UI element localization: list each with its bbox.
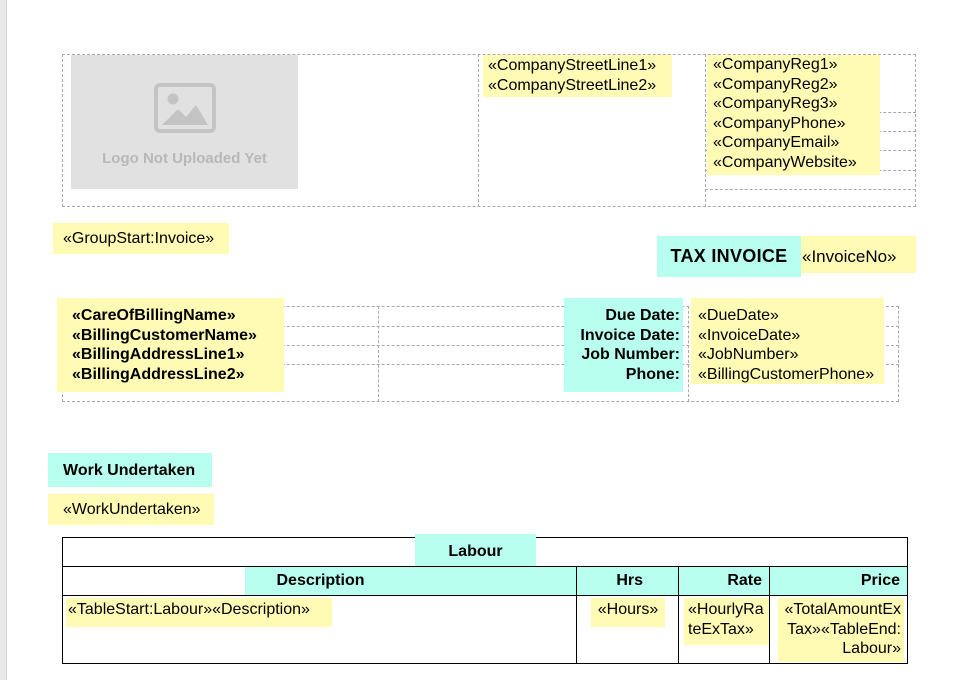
- company-street-line-1: «CompanyStreetLine1»: [488, 57, 657, 74]
- header-table: [62, 54, 916, 207]
- company-phone: «CompanyPhone»: [713, 114, 846, 132]
- logo-placeholder-text: Logo Not Uploaded Yet: [102, 150, 267, 167]
- phone-label: Phone:: [625, 365, 680, 383]
- company-email: «CompanyEmail»: [713, 134, 840, 151]
- image-icon: [154, 83, 216, 138]
- company-street-line-2: «CompanyStreetLine2»: [488, 76, 657, 94]
- billing-address-block: «CareOfBillingName» «BillingCustomerName…: [57, 298, 284, 392]
- price-field-line-2: Tax»«TableEnd:: [787, 620, 901, 638]
- company-reg-1: «CompanyReg1»: [713, 56, 838, 73]
- labour-rate-field: «HourlyRa teExTax»: [684, 598, 769, 645]
- page-left-edge: [0, 0, 7, 680]
- billing-address-line-1: «BillingAddressLine1»: [72, 346, 245, 363]
- tax-invoice-title: TAX INVOICE: [657, 236, 801, 277]
- header-divider-1: [478, 54, 479, 207]
- care-of-billing-name: «CareOfBillingName»: [72, 307, 236, 324]
- price-field-line-1: «TotalAmountEx: [784, 601, 901, 618]
- labour-description-field: «TableStart:Labour»«Description»: [66, 598, 332, 627]
- logo-placeholder[interactable]: Logo Not Uploaded Yet: [71, 55, 298, 189]
- invoice-date-label: Invoice Date:: [580, 326, 680, 344]
- rate-header: Rate: [679, 567, 769, 595]
- due-date-value: «DueDate»: [698, 307, 779, 324]
- labour-hours-field: «Hours»: [591, 598, 665, 627]
- billing-address-line-2: «BillingAddressLine2»: [72, 365, 245, 383]
- company-website: «CompanyWebsite»: [713, 153, 857, 171]
- job-number-label: Job Number:: [581, 346, 680, 363]
- invoice-date-value: «InvoiceDate»: [698, 326, 801, 344]
- rate-field-line-1: «HourlyRa: [688, 601, 764, 618]
- work-undertaken-heading: Work Undertaken: [48, 453, 212, 487]
- header-divider-2: [705, 54, 706, 207]
- price-field-line-3: Labour»: [842, 640, 901, 657]
- due-date-label: Due Date:: [605, 307, 680, 324]
- billing-customer-name: «BillingCustomerName»: [72, 326, 257, 344]
- hrs-header: Hrs: [577, 567, 678, 595]
- description-header: Description: [245, 567, 576, 595]
- invoice-details-values: «DueDate» «InvoiceDate» «JobNumber» «Bil…: [691, 298, 884, 384]
- company-contact-block: «CompanyReg1» «CompanyReg2» «CompanyReg3…: [707, 55, 880, 175]
- company-reg-3: «CompanyReg3»: [713, 95, 838, 112]
- labour-price-field: «TotalAmountEx Tax»«TableEnd: Labour»: [778, 598, 904, 662]
- job-number-value: «JobNumber»: [698, 346, 799, 363]
- invoice-details-labels: Due Date: Invoice Date: Job Number: Phon…: [564, 298, 683, 392]
- company-street-block: «CompanyStreetLine1» «CompanyStreetLine2…: [483, 55, 672, 97]
- rate-field-line-2: teExTax»: [688, 620, 754, 638]
- labour-table-title: Labour: [415, 534, 536, 566]
- group-start-field: «GroupStart:Invoice»: [53, 223, 229, 254]
- invoice-no-field: «InvoiceNo»: [801, 236, 916, 273]
- work-undertaken-field: «WorkUndertaken»: [48, 494, 214, 525]
- price-header: Price: [770, 567, 907, 595]
- company-reg-2: «CompanyReg2»: [713, 75, 838, 93]
- customer-phone-value: «BillingCustomerPhone»: [698, 365, 875, 383]
